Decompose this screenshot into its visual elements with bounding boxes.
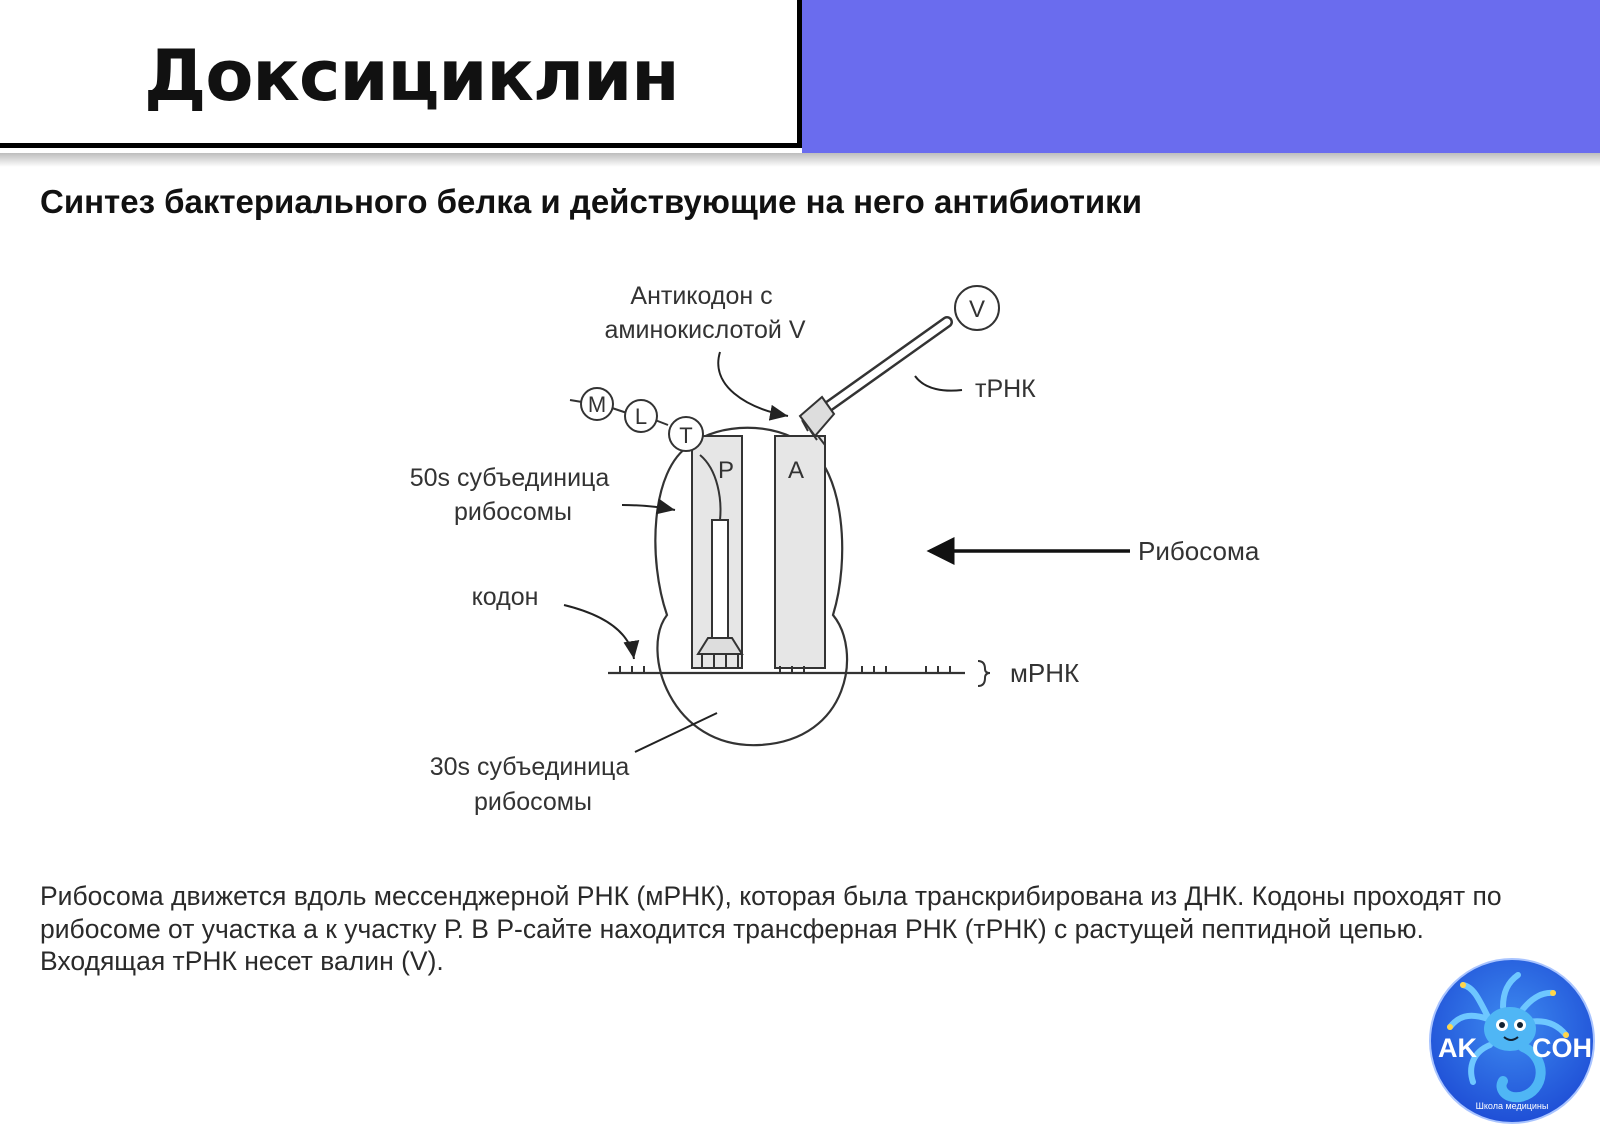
mrna-label: мРНК <box>1010 658 1079 688</box>
anticodon-pointer <box>717 351 789 421</box>
svg-text:T: T <box>679 423 692 448</box>
subunit-50s-pointer <box>621 498 676 515</box>
codon-pointer <box>563 604 640 660</box>
subunit-30s-pointer <box>634 712 718 753</box>
a-site-label: A <box>788 457 804 484</box>
neuron-mascot-icon <box>1447 972 1569 1103</box>
amino-acid-l: L <box>624 399 658 433</box>
peptide-chain-tail <box>569 399 583 403</box>
trna-label: тРНК <box>975 375 1036 403</box>
logo-text-right: COH <box>1532 1033 1592 1063</box>
ribosome-label: Рибосома <box>1138 536 1260 566</box>
subunit-50s-label: 50s субъединица рибосомы <box>410 464 617 526</box>
description-paragraph: Входящая тРНК несет валин (V). <box>40 946 444 976</box>
logo-subtitle: Школа медицины <box>1476 1101 1549 1111</box>
p-site-label: P <box>718 457 734 484</box>
trna-pointer <box>914 375 963 392</box>
trna-p-site <box>696 454 744 668</box>
svg-text:M: M <box>588 392 606 417</box>
mrna-codon-ticks <box>619 666 951 673</box>
svg-text:L: L <box>635 404 647 429</box>
codon-label: кодон <box>472 583 539 611</box>
amino-acid-v: V <box>954 285 1000 331</box>
description-text: Рибосома движется вдоль мессенджерной РН… <box>40 880 1520 978</box>
ribosome-diagram: P A M L T <box>410 282 1260 816</box>
section-title: Синтез бактериального белка и действующи… <box>40 183 1142 220</box>
school-logo: AK COH Школа медицины <box>1429 958 1595 1124</box>
subunit-30s-label: 30s субъединица рибосомы <box>430 753 637 816</box>
a-site <box>774 435 826 669</box>
amino-acid-t: T <box>668 416 704 452</box>
anticodon-label: Антикодон с аминокислотой V <box>604 282 805 344</box>
header-accent-panel <box>802 0 1600 153</box>
svg-text:V: V <box>969 296 985 323</box>
incoming-trna <box>798 316 953 446</box>
description-paragraph: Рибосома движется вдоль мессенджерной РН… <box>40 881 1502 944</box>
mrna-bracket <box>977 660 991 687</box>
amino-acid-m: M <box>580 387 614 421</box>
logo-text-left: AK <box>1438 1033 1477 1063</box>
page-title: Доксициклин <box>144 35 680 117</box>
header-shadow <box>0 153 1600 167</box>
header-title-panel <box>0 0 802 148</box>
